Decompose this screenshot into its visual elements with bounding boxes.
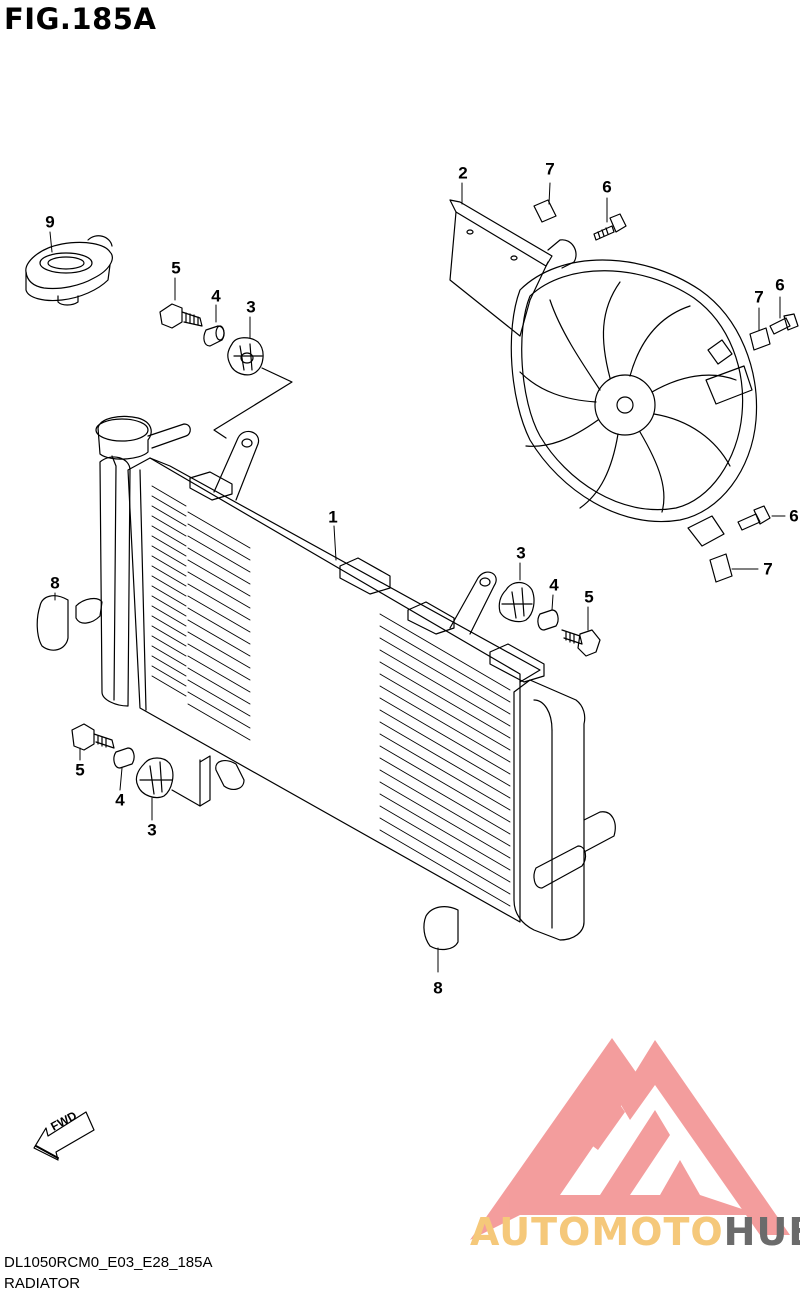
watermark-text-part1: AUTOMOTO: [470, 1210, 724, 1254]
callout-3: 3: [147, 820, 157, 840]
callout-5: 5: [584, 587, 594, 607]
figure-name: RADIATOR: [4, 1275, 81, 1292]
fwd-arrow-icon: [33, 1111, 95, 1161]
fan-assembly-part: [449, 199, 799, 583]
callout-2: 2: [458, 163, 468, 183]
callout-8: 8: [50, 573, 60, 593]
callout-7: 7: [763, 559, 773, 579]
mount-set-top: [159, 303, 293, 439]
callout-8: 8: [433, 978, 443, 998]
callout-3: 3: [516, 543, 526, 563]
watermark-logo: [470, 1038, 790, 1240]
mount-set-right: [498, 581, 601, 657]
callout-3: 3: [246, 297, 256, 317]
callout-7: 7: [545, 159, 555, 179]
callout-6: 6: [602, 177, 612, 197]
callout-6: 6: [789, 506, 799, 526]
callout-4: 4: [211, 286, 221, 306]
mount-set-bottom: [71, 723, 201, 807]
radiator-fins-left: [151, 485, 251, 741]
callout-1: 1: [328, 507, 338, 527]
leader-lines: [49, 182, 786, 973]
watermark-text-part2: HUB: [723, 1210, 800, 1254]
callout-4: 4: [549, 575, 559, 595]
radiator-core-part: [95, 415, 616, 941]
watermark-text: AUTOMOTOHUB: [470, 1210, 800, 1254]
shield-part-left: [36, 595, 103, 651]
figure-code: DL1050RCM0_E03_E28_185A: [4, 1254, 213, 1271]
figure-title: FIG.185A: [4, 2, 157, 36]
callout-6: 6: [775, 275, 785, 295]
callout-7: 7: [754, 287, 764, 307]
radiator-fins-right: [379, 613, 511, 907]
radiator-cap-part: [25, 235, 113, 306]
callout-5: 5: [171, 258, 181, 278]
callout-9: 9: [45, 212, 55, 232]
callout-4: 4: [115, 790, 125, 810]
shield-part-right: [423, 906, 459, 951]
callout-5: 5: [75, 760, 85, 780]
